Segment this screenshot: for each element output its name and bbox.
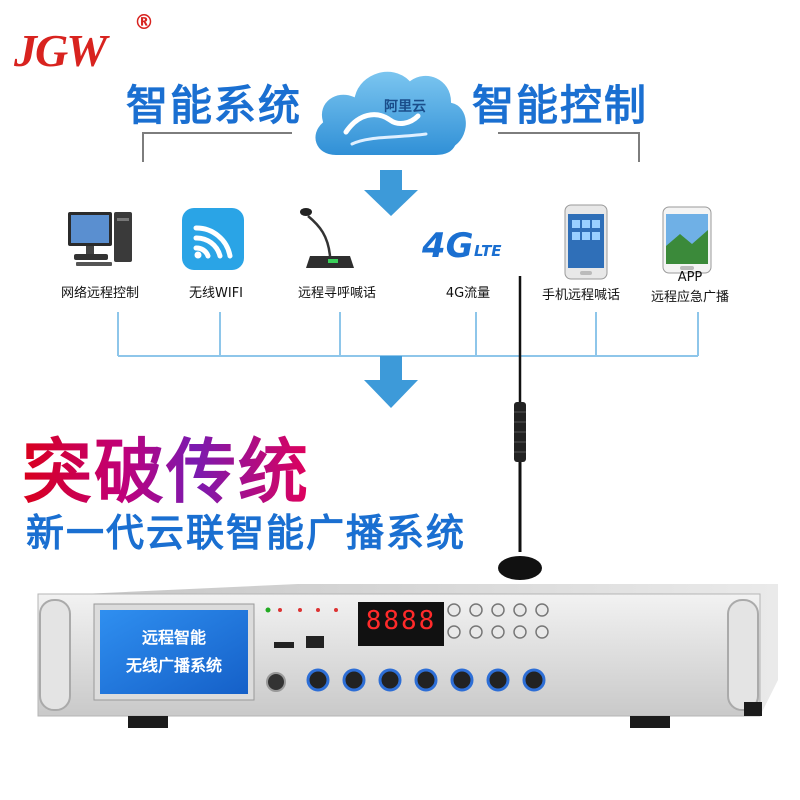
app-phone-icon — [662, 206, 712, 274]
arrow-down-icon — [364, 356, 418, 408]
arrow-down-icon — [364, 170, 418, 216]
feature-label-4g: 4G流量 — [445, 286, 491, 301]
wifi-icon — [182, 208, 244, 270]
slogan-title: 突破传统 — [22, 416, 310, 517]
headline-bracket-left — [142, 132, 292, 162]
feature-label-phone: 手机远程喊话 — [541, 288, 620, 303]
headline-right: 智能控制 — [472, 81, 649, 130]
feature-label-paging: 远程寻呼喊话 — [297, 286, 376, 301]
cloud-label: 阿里云 — [384, 99, 426, 115]
feature-label-app-sub: 远程应急广播 — [650, 290, 729, 305]
headline-bracket-right — [498, 132, 640, 162]
brand-logo: JGW — [14, 25, 107, 76]
4g-lte-icon: 4G LTE — [418, 226, 508, 266]
microphone-icon — [300, 208, 354, 268]
smartphone-icon — [564, 204, 608, 280]
device-screen-line2: 无线广播系统 — [125, 656, 222, 675]
desktop-computer-icon — [68, 212, 132, 266]
feature-label-app: APP — [677, 270, 703, 285]
connector-lines — [117, 312, 699, 357]
amplifier-device — [37, 584, 778, 728]
slogan-subtitle: 新一代云联智能广播系统 — [26, 511, 467, 555]
cloud-icon — [313, 69, 468, 157]
feature-label-network: 网络远程控制 — [60, 286, 139, 301]
registered-mark: ® — [134, 10, 154, 34]
device-display-digits: 8888 — [365, 606, 437, 636]
feature-label-wifi: 无线WIFI — [189, 286, 243, 301]
lte-badge-sub: LTE — [474, 242, 502, 260]
antenna-icon — [498, 276, 542, 580]
device-screen-line1: 远程智能 — [141, 628, 206, 647]
4g-badge-main: 4G — [422, 226, 474, 266]
headline-left: 智能系统 — [126, 81, 303, 130]
